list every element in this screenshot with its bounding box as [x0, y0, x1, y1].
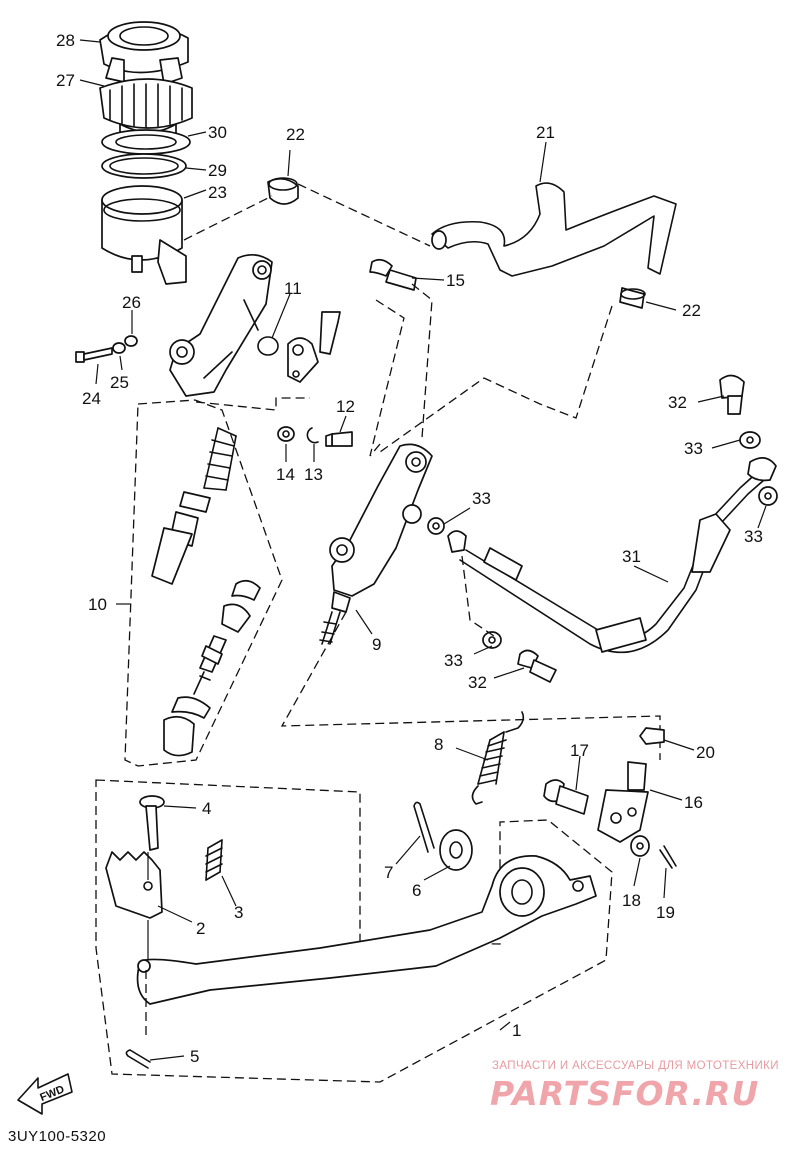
plate-29	[101, 153, 187, 179]
hose-bolt-route	[461, 555, 495, 637]
pedal-assembly-1-outline	[95, 779, 613, 1083]
callout-2: 2	[196, 919, 205, 938]
hose-routing-lines	[183, 183, 613, 453]
callout-33-c: 33	[472, 489, 491, 508]
callout-10: 10	[88, 595, 107, 614]
fwd-arrow-icon: FWD	[14, 1070, 74, 1121]
reservoir-cap-28	[99, 21, 189, 85]
washer-33-a	[739, 431, 761, 449]
hose-clamp-22-right	[619, 287, 646, 309]
locknut	[171, 696, 211, 719]
callout-4: 4	[202, 799, 211, 818]
callout-27: 27	[56, 71, 75, 90]
callout-12: 12	[336, 397, 355, 416]
callout-28: 28	[56, 31, 75, 50]
washer-25	[112, 342, 126, 354]
callout-1: 1	[512, 1021, 521, 1040]
callout-7: 7	[384, 863, 393, 882]
cotter-pin-5	[125, 1049, 151, 1069]
nut-20	[639, 727, 665, 745]
spring-8	[471, 711, 525, 805]
callout-22-top: 22	[286, 125, 305, 144]
oring-11	[257, 336, 279, 356]
washer-33-c	[427, 517, 445, 535]
washer-18	[630, 835, 650, 857]
piston-spring	[203, 427, 237, 491]
callout-20: 20	[696, 743, 715, 762]
pin-17	[543, 779, 589, 815]
callout-19: 19	[656, 903, 675, 922]
cotter-pin-7	[413, 801, 435, 853]
washer-33-b	[758, 486, 778, 506]
callout-25: 25	[110, 373, 129, 392]
kit-10-outline	[124, 399, 283, 767]
callout-24: 24	[82, 389, 101, 408]
callout-3: 3	[234, 903, 243, 922]
callout-9: 9	[372, 635, 381, 654]
callout-21: 21	[536, 123, 555, 142]
piston-cup	[179, 491, 211, 513]
brake-pedal-tip-2	[105, 851, 163, 919]
watermark-brand: PARTSFOR.RU	[490, 1074, 760, 1113]
washer-14	[277, 426, 295, 442]
circlip-13	[306, 427, 319, 444]
callout-29: 29	[208, 161, 227, 180]
reservoir-hose-21	[431, 182, 677, 277]
push-rod-seal	[231, 579, 261, 601]
callout-33-d: 33	[444, 651, 463, 670]
union-bolt-32-bottom	[517, 649, 557, 683]
callout-5: 5	[190, 1047, 199, 1066]
clevis-16	[597, 761, 649, 843]
callout-30: 30	[208, 123, 227, 142]
callout-15: 15	[446, 271, 465, 290]
callout-33-a: 33	[684, 439, 703, 458]
washer-6	[439, 829, 473, 871]
bolt-15	[369, 258, 417, 291]
callout-16: 16	[684, 793, 703, 812]
callout-26: 26	[122, 293, 141, 312]
callout-32-top: 32	[668, 393, 687, 412]
cotter-pin-19	[659, 845, 677, 869]
callout-18: 18	[622, 891, 641, 910]
nut-26	[124, 335, 138, 347]
master-cylinder-9	[319, 443, 433, 645]
callout-11: 11	[284, 279, 302, 298]
callout-31: 31	[622, 547, 641, 566]
watermark-subtitle: ЗАПЧАСТИ И АКСЕССУАРЫ ДЛЯ МОТОТЕХНИКИ	[492, 1060, 779, 1072]
callout-23: 23	[208, 183, 227, 202]
washer-33-d	[482, 631, 502, 649]
master-cylinder-upper	[169, 253, 273, 397]
callout-17: 17	[570, 741, 589, 760]
hose-joint-bracket	[287, 311, 341, 383]
push-rod	[193, 603, 251, 695]
leader-lines	[79, 39, 767, 1061]
brake-hose-31	[447, 457, 777, 654]
callout-33-b: 33	[744, 527, 763, 546]
callout-8: 8	[434, 735, 443, 754]
dust-boot	[163, 715, 195, 757]
cylinder-assembly-9-link	[195, 299, 405, 457]
union-bolt-32-top	[719, 374, 745, 415]
piston-body	[151, 511, 199, 585]
callout-32-bottom: 32	[468, 673, 487, 692]
hose-clamp-22-top	[267, 177, 299, 205]
bolt-12	[325, 431, 353, 447]
reservoir-tank-23	[101, 185, 187, 285]
diaphragm-30	[101, 129, 191, 155]
callout-22-right: 22	[682, 301, 701, 320]
bolt-24	[75, 347, 113, 363]
spring-3	[205, 839, 223, 881]
pedal-arm-1	[136, 855, 597, 1005]
callout-labels: 28 27 30 29 23 22 21 15 11 26 25 24 22 3…	[56, 31, 763, 1066]
callout-13: 13	[304, 465, 323, 484]
pin-4	[139, 795, 165, 851]
diagram-code: 3UY100-5320	[8, 1128, 107, 1145]
callout-6: 6	[412, 881, 421, 900]
callout-14: 14	[276, 465, 295, 484]
